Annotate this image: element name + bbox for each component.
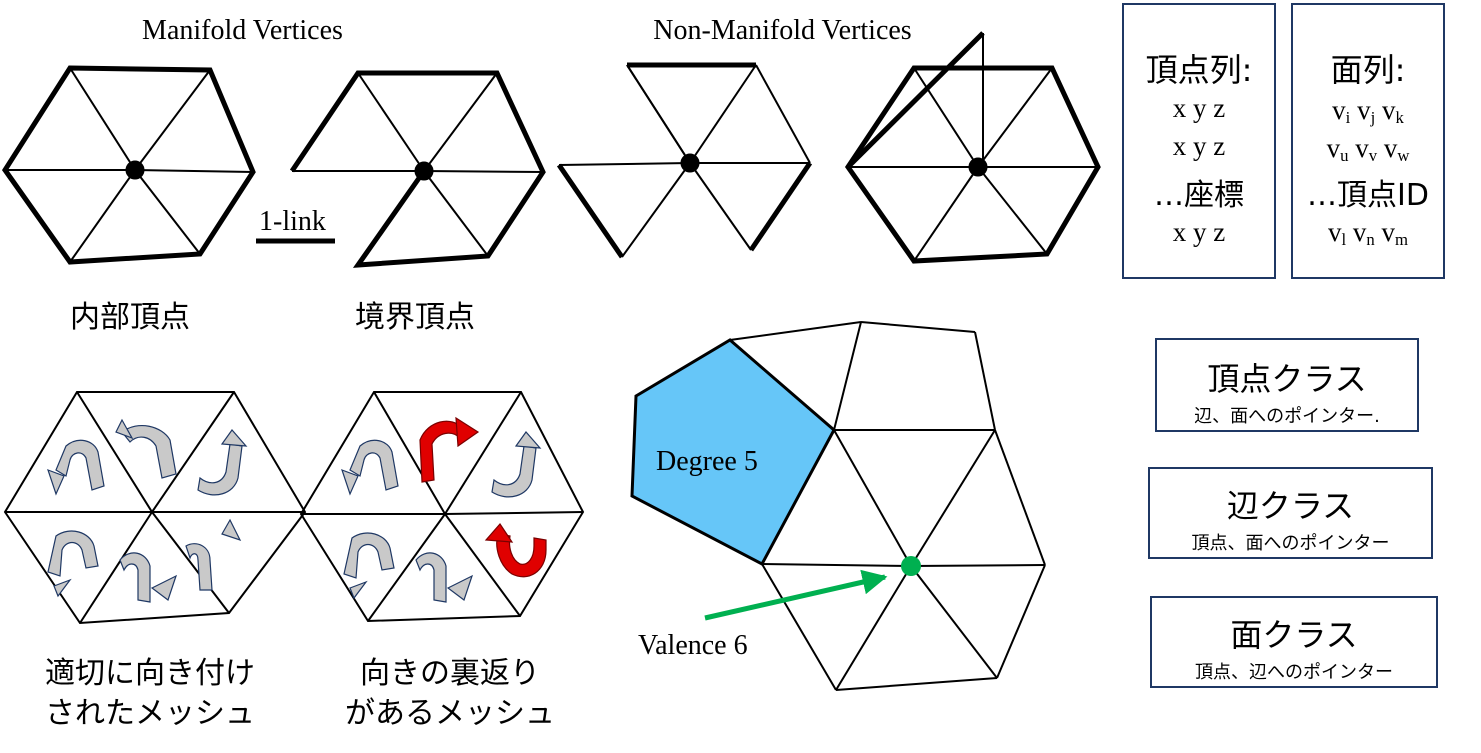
orientation-arrows-gray <box>47 418 542 603</box>
face-class-desc: 頂点、辺へのポインター <box>1195 662 1393 683</box>
flipped-mesh-hexagon <box>299 391 585 623</box>
manifold-heading: Manifold Vertices <box>142 15 343 46</box>
face-class-title: 面クラス <box>1230 616 1358 654</box>
flipped-mesh-label: 向きの裏返り があるメッシュ <box>310 654 590 734</box>
vertex-class-box: 頂点クラス 辺、面へのポインター. <box>1155 338 1419 432</box>
edge-class-title: 辺クラス <box>1226 487 1355 525</box>
valence-label: Valence 6 <box>638 630 748 661</box>
interior-vertex-hexagon <box>1 65 256 265</box>
oriented-mesh-label-line1: 適切に向き付け <box>45 656 255 691</box>
oriented-mesh-label: 適切に向き付け されたメッシュ <box>10 654 290 734</box>
degree-valence-mesh <box>630 321 1046 691</box>
flipped-mesh-label-line1: 向きの裏返り <box>360 656 540 691</box>
vertex-row-2: x y z <box>1172 131 1226 161</box>
face-ellipsis-label: …頂点ID <box>1307 178 1429 213</box>
face-row-2: vu vv vw <box>1326 133 1410 166</box>
edge-class-box: 辺クラス 頂点、面へのポインター <box>1148 467 1433 559</box>
interior-vertex-label: 内部頂点 <box>70 300 190 335</box>
vertex-list-box: 頂点列: x y z x y z …座標 x y z <box>1122 3 1276 279</box>
flipped-mesh-label-line2: があるメッシュ <box>345 696 555 731</box>
boundary-vertex-label: 境界頂点 <box>355 300 475 335</box>
non-manifold-heading: Non-Manifold Vertices <box>653 15 912 46</box>
non-manifold-dangling-face <box>844 31 1101 264</box>
face-list-box: 面列: vi vj vk vu vv vw …頂点ID vl vn vm <box>1291 3 1445 279</box>
face-class-box: 面クラス 頂点、辺へのポインター <box>1150 596 1438 688</box>
valence-arrow <box>704 569 888 621</box>
face-row-1: vi vj vk <box>1332 95 1404 128</box>
one-link-label: 1-link <box>259 206 326 237</box>
orientation-arrows-red <box>419 416 547 578</box>
edge-class-desc: 頂点、面へのポインター <box>1191 533 1390 554</box>
oriented-mesh-hexagon <box>3 391 307 625</box>
vertex-ellipsis-label: …座標 <box>1154 178 1244 213</box>
degree-label: Degree 5 <box>656 446 758 477</box>
vertex-class-desc: 辺、面へのポインター. <box>1194 406 1380 427</box>
boundary-vertex-hexagon <box>289 70 546 268</box>
face-row-3: vl vn vm <box>1327 217 1409 250</box>
vertex-list-title: 頂点列: <box>1145 51 1253 89</box>
vertex-row-1: x y z <box>1172 93 1226 123</box>
oriented-mesh-label-line2: されたメッシュ <box>45 696 255 731</box>
face-list-title: 面列: <box>1330 51 1406 89</box>
vertex-class-title: 頂点クラス <box>1207 360 1367 398</box>
non-manifold-bowtie <box>556 62 813 259</box>
vertex-row-3: x y z <box>1172 217 1226 247</box>
